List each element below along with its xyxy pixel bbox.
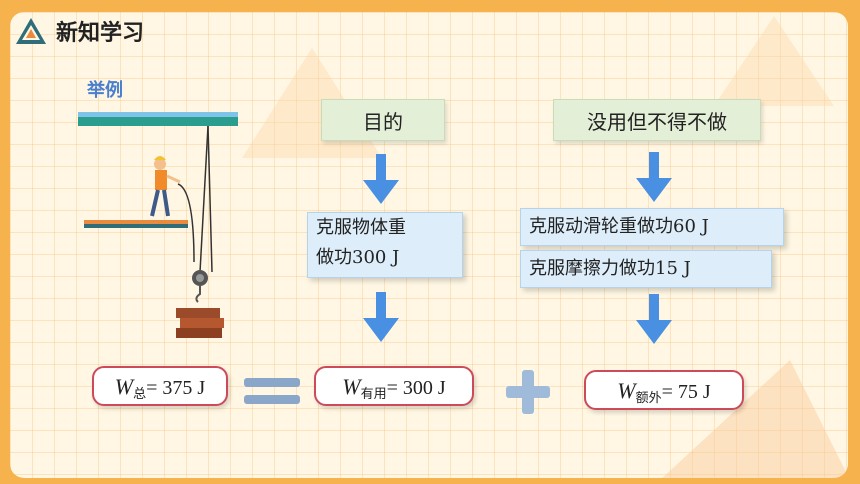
extra-work-item: 克服动滑轮重做功60 J: [520, 208, 784, 246]
example-label: 举例: [87, 80, 123, 101]
total-work-pill: W 总 = 375 J: [92, 366, 228, 406]
extra-work-item: 克服摩擦力做功15 J: [520, 250, 772, 288]
wasted-tag: 没用但不得不做: [553, 99, 761, 141]
useful-work-line2: 做功300 J: [316, 247, 400, 268]
extra-work-pill: W 额外 = 75 J: [584, 370, 744, 410]
work-subscript: 总: [133, 387, 147, 402]
work-symbol: W: [342, 374, 361, 399]
purpose-tag: 目的: [321, 99, 445, 141]
work-value: = 75 J: [661, 381, 711, 403]
useful-work-pill: W 有用 = 300 J: [314, 366, 474, 406]
triangle-logo-icon: [16, 18, 46, 44]
useful-work-box: 克服物体重 做功300 J: [307, 212, 463, 278]
work-symbol: W: [617, 378, 636, 403]
down-arrow-icon: [363, 154, 399, 204]
useful-work-line1: 克服物体重: [316, 217, 406, 238]
equals-icon: [244, 378, 300, 404]
down-arrow-icon: [636, 152, 672, 202]
work-value: = 375 J: [146, 377, 206, 399]
down-arrow-icon: [636, 294, 672, 344]
work-subscript: 额外: [635, 391, 662, 406]
worker-pulley-illustration: [78, 112, 238, 338]
work-value: = 300 J: [386, 377, 446, 399]
down-arrow-icon: [363, 292, 399, 342]
work-symbol: W: [114, 374, 134, 399]
page-title: 新知学习: [56, 20, 145, 45]
work-subscript: 有用: [360, 387, 387, 402]
plus-icon: [506, 370, 550, 414]
decor-triangle: [714, 16, 834, 106]
section-header: 新知学习: [14, 14, 144, 48]
